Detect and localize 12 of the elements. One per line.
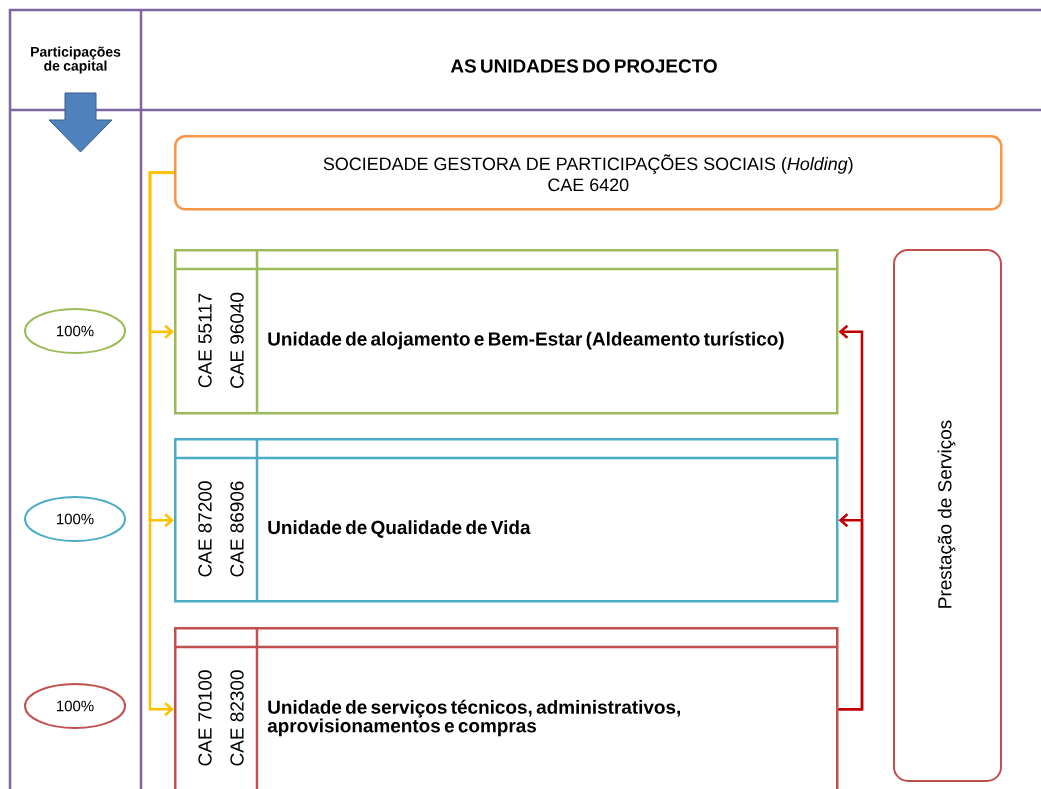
- unit-table: CAE 70100 CAE 82300 Unidade de serviços técnicos, administrativos, aprovisionamentos e compras: [174, 627, 839, 789]
- arrow: [148, 171, 174, 717]
- percentage-oval: 100%: [24, 496, 126, 542]
- service-box: Prestação de Serviços: [893, 249, 1002, 782]
- column-heading: AS UNIDADES DO PROJECTO: [450, 59, 717, 73]
- unit-table: CAE 55117 CAE 96040 Unidade de alojamento e Bem-Estar (Aldeamento turístico): [174, 249, 839, 415]
- percentage-oval: 100%: [24, 683, 126, 729]
- percentage-oval: 100%: [24, 308, 126, 354]
- unit-table: CAE 87200 CAE 86906 Unidade de Qualidade de Vida: [174, 438, 839, 603]
- column-heading: Participações de capital: [31, 46, 121, 74]
- arrow: [838, 513, 864, 711]
- holding-box: SOCIEDADE GESTORA DE PARTICIPAÇÕES SOCIAIS (Holding) CAE 6420: [174, 135, 1003, 211]
